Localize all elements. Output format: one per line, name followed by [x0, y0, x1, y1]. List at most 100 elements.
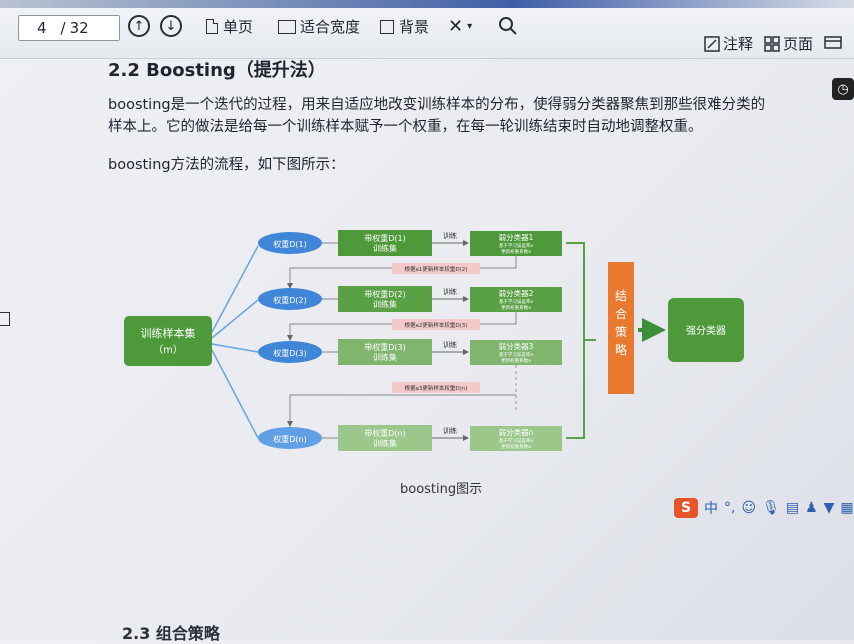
- combine-strategy-box: [608, 262, 634, 394]
- weak-sub-na: 基于学习误差率e: [499, 437, 533, 444]
- grid-icon: [764, 35, 780, 52]
- weak-sub-nb: 更新权重系数a: [501, 443, 531, 450]
- weight-label-n: 权重D(n): [273, 434, 306, 444]
- tools-icon[interactable]: ▦: [840, 500, 854, 516]
- train-box-1: [338, 230, 432, 256]
- more-tools-button[interactable]: [824, 33, 842, 49]
- flow-intro: boosting方法的流程，如下图所示：: [108, 157, 345, 173]
- train-box-3: [338, 339, 432, 365]
- sogou-logo-icon[interactable]: S: [674, 498, 698, 518]
- link-2: [211, 299, 259, 339]
- skin-icon[interactable]: ▼: [823, 500, 835, 516]
- intro-line-1: boosting是一个迭代的过程，用来自适应地改变训练样本的分布，使得弱分类器聚…: [108, 97, 766, 113]
- total-pages: 32: [69, 19, 89, 37]
- side-panel-handle[interactable]: [0, 312, 10, 326]
- train-sub-3: 训练集: [373, 352, 397, 362]
- previous-page-button[interactable]: ↑: [128, 15, 150, 37]
- train-box-n: [338, 425, 432, 451]
- update-box-1: [392, 263, 480, 274]
- arrow-down-icon: ↓: [165, 18, 177, 34]
- weight-ellipse-n: [258, 427, 322, 449]
- fit-width-button[interactable]: 适合宽度: [278, 16, 360, 37]
- annotate-button[interactable]: 注释: [704, 33, 753, 54]
- update-label-1: 根据a1更新样本权重D(2): [405, 265, 468, 273]
- train-sub-n: 训练集: [373, 438, 397, 448]
- pdf-toolbar: 4 / 32 ↑ ↓ 单页 适合宽度 背景 ✕ ▾ 注释 页面: [0, 0, 854, 59]
- train-title-n: 带权重D(n): [364, 428, 405, 438]
- link-4: [211, 349, 259, 439]
- weight-ellipse-2: [258, 288, 322, 310]
- weak-box-1: [470, 231, 562, 256]
- update-path-2: [287, 312, 517, 341]
- sample-set-label: 训练样本集: [141, 326, 196, 340]
- update-box-2: [392, 319, 480, 330]
- link-3: [211, 343, 259, 353]
- page-number-input[interactable]: 4 / 32: [18, 15, 120, 41]
- background-button[interactable]: 背景: [380, 16, 429, 37]
- user-icon[interactable]: ♟: [805, 500, 818, 516]
- strong-classifier-label: 强分类器: [686, 324, 726, 337]
- update-box-3: [392, 382, 480, 393]
- strong-classifier-box: [668, 298, 744, 362]
- close-icon: ✕: [448, 16, 464, 37]
- microphone-icon[interactable]: 🎙: [762, 500, 780, 516]
- weak-title-n: 弱分类器n: [499, 427, 534, 437]
- page-view-label: 页面: [783, 35, 814, 53]
- intro-paragraph: boosting是一个迭代的过程，用来自适应地改变训练样本的分布，使得弱分类器聚…: [108, 94, 788, 138]
- weight-label-2: 权重D(2): [273, 295, 307, 305]
- single-page-button[interactable]: 单页: [206, 16, 253, 37]
- window-tab-strip: [0, 0, 854, 8]
- section-title: 2.2 Boosting（提升法）: [108, 60, 326, 81]
- weak-sub-2b: 更新权重系数a: [501, 304, 531, 311]
- weight-label-3: 权重D(3): [273, 348, 307, 358]
- document-icon: [206, 19, 218, 34]
- page-view-button[interactable]: 页面: [764, 33, 813, 54]
- history-button[interactable]: ◷: [832, 78, 854, 100]
- search-icon: [499, 17, 517, 35]
- background-icon: [380, 19, 394, 34]
- update-path-1: [287, 256, 517, 289]
- clock-icon: ◷: [837, 81, 849, 97]
- sample-set-box: [124, 316, 212, 366]
- intro-line-2: 样本上。它的做法是给每一个训练样本赋予一个权重，在每一轮训练结束时自动地调整权重…: [108, 119, 703, 135]
- fit-width-icon: [278, 19, 296, 34]
- search-button[interactable]: [498, 16, 518, 36]
- ime-mode-zh[interactable]: 中: [704, 501, 718, 517]
- single-page-label: 单页: [223, 18, 254, 36]
- train-sub-2: 训练集: [373, 299, 397, 309]
- update-label-3: 根据a3更新样本权重D(n): [405, 384, 468, 392]
- fit-width-label: 适合宽度: [300, 18, 361, 36]
- annotate-label: 注释: [723, 35, 754, 53]
- emoji-icon[interactable]: ☺: [741, 500, 757, 516]
- weak-box-n: [470, 426, 562, 451]
- weight-ellipse-3: [258, 341, 322, 363]
- weight-ellipse-1: [258, 232, 322, 254]
- combine-char-3: 策: [615, 325, 627, 339]
- weak-sub-1b: 更新权重系数a: [501, 248, 531, 255]
- sample-set-sub: （m）: [153, 344, 183, 356]
- weak-sub-3b: 更新权重系数a: [501, 357, 531, 364]
- arrow-up-icon: ↑: [133, 18, 145, 34]
- combine-char-1: 结: [615, 289, 627, 303]
- train-title-1: 带权重D(1): [364, 233, 406, 243]
- weak-box-2: [470, 287, 562, 312]
- update-label-2: 根据a2更新样本权重D(3): [405, 321, 468, 329]
- weak-title-2: 弱分类器2: [499, 288, 534, 298]
- page-separator: /: [60, 19, 66, 37]
- link-1: [211, 245, 259, 333]
- punctuation-icon[interactable]: °,: [724, 500, 736, 516]
- next-section-title: 2.3 组合策略: [122, 624, 220, 643]
- combine-bracket: [566, 242, 596, 439]
- close-tool-button[interactable]: ✕ ▾: [448, 16, 472, 37]
- ime-toolbar: S 中 °, ☺ 🎙 ▤ ♟ ▼ ▦: [674, 498, 854, 518]
- toolbox-icon: [824, 36, 842, 49]
- weak-title-3: 弱分类器3: [499, 341, 534, 351]
- train-arrow-label-n: 训练: [443, 426, 457, 435]
- train-arrow-label-2: 训练: [443, 287, 457, 296]
- edit-note-icon: [704, 35, 720, 52]
- update-path-3: [287, 394, 516, 427]
- train-arrow-label-3: 训练: [443, 340, 457, 349]
- keyboard-icon[interactable]: ▤: [785, 500, 800, 516]
- next-page-button[interactable]: ↓: [160, 15, 182, 37]
- weak-title-1: 弱分类器1: [499, 232, 534, 242]
